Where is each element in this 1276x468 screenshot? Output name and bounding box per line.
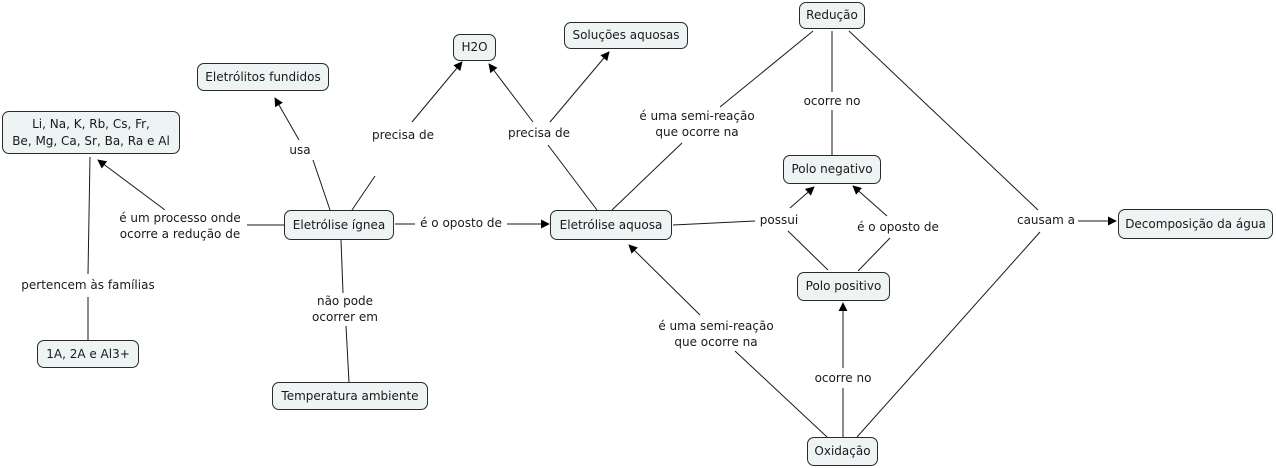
edge-precisa1-to-h2o	[411, 61, 463, 123]
concept-solucoes-aquosas[interactable]: Soluções aquosas	[564, 22, 688, 49]
edge-ignea-to-precisa1	[351, 175, 376, 211]
edge-possui-to-negativo	[789, 186, 815, 209]
edge-semired-to-aquosa	[611, 142, 683, 211]
edge-processo-to-metais	[97, 159, 166, 211]
concept-temperatura-ambiente[interactable]: Temperatura ambiente	[272, 382, 428, 410]
edge-reducao-to-semired	[719, 30, 814, 108]
edge-oposto2-to-negativo	[852, 185, 888, 217]
link-ocorre-no-reducao: ocorre no	[802, 93, 862, 109]
edge-positivo-to-oposto2	[857, 237, 891, 272]
link-oposto-1: é o oposto de	[419, 215, 503, 231]
link-causam-a: causam a	[1015, 212, 1077, 228]
link-nao-pode-ocorrer: não pode ocorrer em	[311, 293, 379, 325]
link-semi-reacao-reducao: é uma semi-reação que ocorre na	[638, 108, 756, 140]
edge-precisa2-to-solucoes	[549, 51, 610, 123]
concept-polo-negativo[interactable]: Polo negativo	[783, 155, 881, 184]
link-precisa-de-1: precisa de	[370, 127, 436, 143]
concept-reducao[interactable]: Redução	[799, 2, 865, 29]
concept-polo-positivo[interactable]: Polo positivo	[797, 272, 890, 301]
link-pertencem-familias: pertencem às famílias	[20, 277, 156, 293]
concept-metais[interactable]: Li, Na, K, Rb, Cs, Fr, Be, Mg, Ca, Sr, B…	[2, 111, 180, 154]
edge-reducao-to-causam	[848, 30, 1039, 211]
concept-eletrolitos-fundidos[interactable]: Eletrólitos fundidos	[197, 63, 329, 91]
concept-decomposicao-da-agua[interactable]: Decomposição da água	[1118, 209, 1273, 239]
link-usa: usa	[288, 142, 312, 158]
link-possui: possui	[758, 212, 800, 228]
concept-eletrolise-ignea[interactable]: Eletrólise ígnea	[284, 210, 394, 240]
edge-aquosa-to-possui	[672, 220, 756, 226]
concept-eletrolise-aquosa[interactable]: Eletrólise aquosa	[550, 210, 672, 240]
link-oposto-2: é o oposto de	[856, 219, 940, 235]
edge-oxidacao-to-causam	[856, 231, 1041, 438]
link-precisa-de-2: precisa de	[506, 125, 572, 141]
link-semi-reacao-oxidacao: é uma semi-reação que ocorre na	[657, 318, 775, 350]
edge-precisa2-to-h2o	[488, 63, 534, 123]
edge-usa-to-eletrolitos	[274, 97, 300, 141]
link-ocorre-no-oxidacao: ocorre no	[813, 370, 873, 386]
edge-lp-to-metais	[87, 156, 91, 275]
edge-naopode-to-temp	[345, 325, 350, 383]
edge-ignea-to-usa	[312, 159, 331, 211]
concept-oxidacao[interactable]: Oxidação	[807, 437, 878, 466]
edge-semiox-to-aquosa	[628, 244, 701, 316]
concept-familias[interactable]: 1A, 2A e Al3+	[37, 340, 139, 368]
edge-ignea-to-naopode	[340, 239, 344, 294]
edge-possui-to-positivo	[787, 230, 829, 271]
concept-h2o[interactable]: H2O	[453, 34, 496, 61]
edge-oxidacao-to-semiox	[734, 350, 828, 438]
link-processo-reducao: é um processo onde ocorre a redução de	[118, 210, 242, 242]
edge-aquosa-to-precisa2	[547, 144, 598, 211]
